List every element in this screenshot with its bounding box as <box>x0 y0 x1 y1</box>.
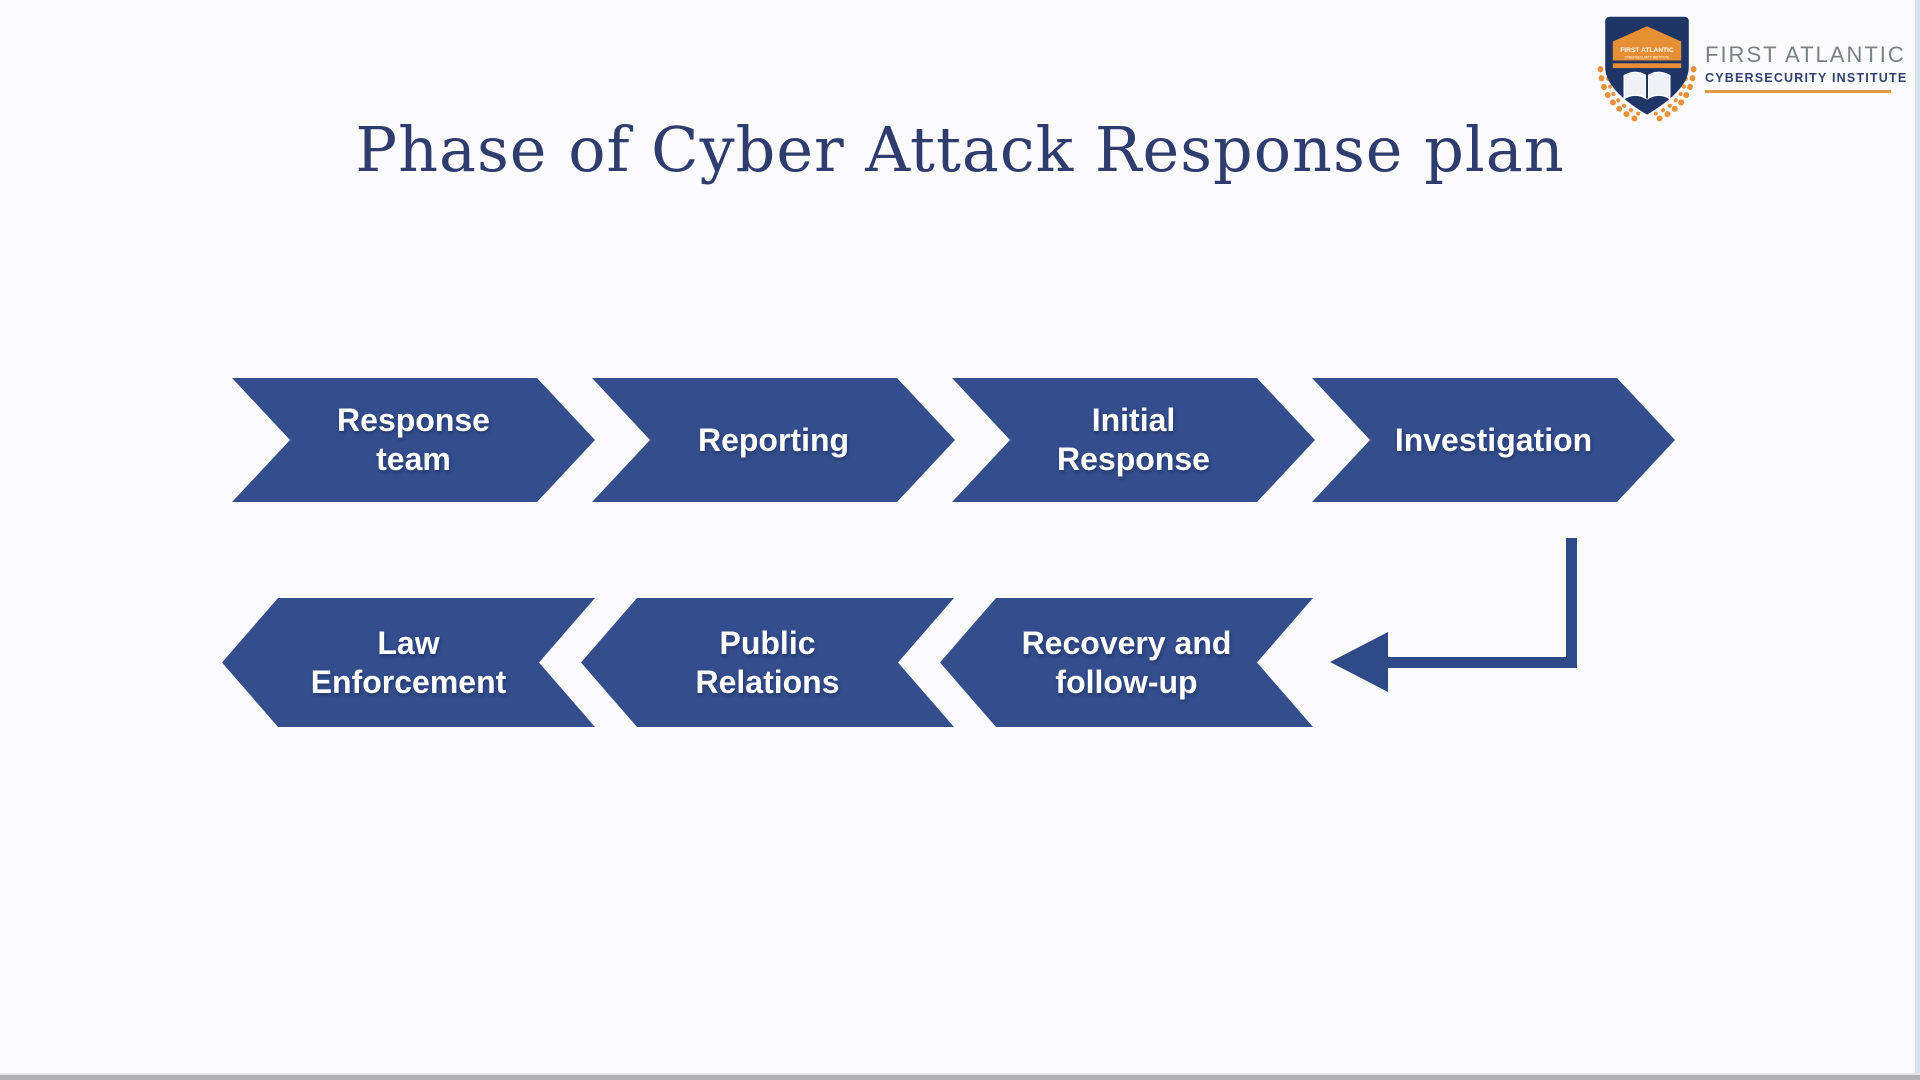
step-recovery-follow-up: Recovery and follow-up <box>940 598 1313 727</box>
step-public-relations: Public Relations <box>581 598 954 727</box>
step-label-line: Public <box>719 624 816 661</box>
logo-org-name: FIRST ATLANTIC <box>1705 42 1906 67</box>
shield-banner-text: FIRST ATLANTIC <box>1620 47 1674 54</box>
step-label-line: Recovery and <box>1021 624 1232 661</box>
step-label-line: Investigation <box>1394 421 1593 458</box>
step-response-team: Response team <box>232 378 595 502</box>
logo-shield-icon: FIRST ATLANTIC CYBERSECURITY INSTITUTE <box>1597 16 1697 124</box>
logo-underline <box>1705 90 1891 93</box>
return-connector-vertical <box>1566 538 1577 668</box>
step-label-line: Reporting <box>697 421 850 458</box>
step-label-line: Response <box>337 402 490 438</box>
step-label-line: Enforcement <box>310 663 507 700</box>
screen-right-edge <box>1915 0 1920 1080</box>
step-label-line: Law <box>377 624 440 661</box>
step-label-line: Initial <box>1091 402 1176 438</box>
return-arrow-icon <box>1330 632 1388 692</box>
logo-org-subtitle: CYBERSECURITY INSTITUTE <box>1705 71 1908 85</box>
step-initial-response: Initial Response <box>952 378 1315 502</box>
step-label-line: Relations <box>695 663 840 700</box>
step-reporting: Reporting <box>592 378 955 502</box>
step-investigation: Investigation <box>1312 378 1675 502</box>
step-label-line: team <box>376 441 451 477</box>
return-connector-horizontal <box>1384 657 1577 668</box>
step-law-enforcement: Law Enforcement <box>222 598 595 727</box>
shield-banner-subtext: CYBERSECURITY INSTITUTE <box>1625 56 1671 60</box>
logo-text: FIRST ATLANTIC CYBERSECURITY INSTITUTE <box>1705 42 1908 93</box>
step-label-line: follow-up <box>1055 663 1198 700</box>
screen-bottom-edge <box>0 1073 1920 1080</box>
step-label-line: Response <box>1057 441 1210 477</box>
slide-title: Phase of Cyber Attack Response plan <box>355 113 1565 186</box>
logo: FIRST ATLANTIC CYBERSECURITY INSTITUTE F… <box>1592 8 1912 130</box>
